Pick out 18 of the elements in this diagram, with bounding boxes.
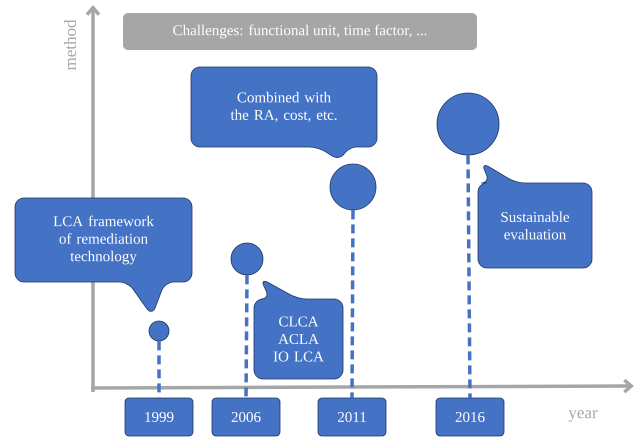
speech-bubble: LCA framework of remediation technology <box>14 198 192 312</box>
dashed-line <box>244 275 249 398</box>
circle-marker <box>436 92 500 156</box>
year-box: 2016 <box>436 398 504 436</box>
axis-label: year <box>568 410 598 422</box>
axis-label: method <box>64 20 76 70</box>
year-box: 2011 <box>318 398 386 436</box>
speech-bubble: Sustainable evaluation <box>478 165 592 268</box>
year-box: 1999 <box>124 398 194 436</box>
dashed-line <box>466 155 472 398</box>
circle-marker <box>330 164 376 210</box>
speech-bubble: CLCA ACLA IO LCA <box>254 280 344 380</box>
circle-marker <box>230 242 264 276</box>
dashed-line <box>350 210 355 398</box>
challenges-banner: Challenges: functional unit, time factor, ... <box>123 13 477 50</box>
year-box: 2006 <box>212 398 280 436</box>
speech-bubble: Combined with the RA, cost, etc. <box>190 66 378 158</box>
circle-marker <box>148 320 170 342</box>
